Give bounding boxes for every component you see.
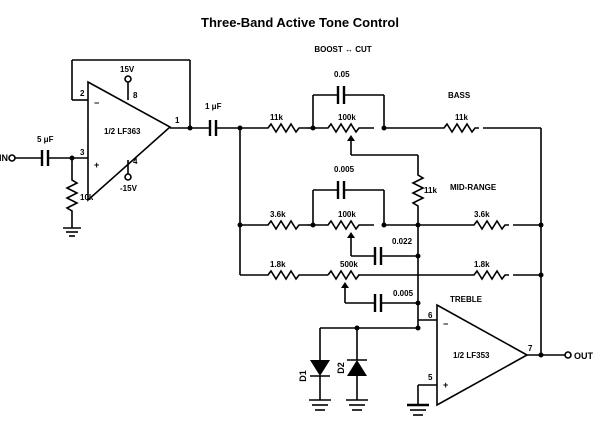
treble-capacitor: 0.005 [373, 289, 414, 312]
mid-range-label: MID-RANGE [450, 183, 497, 192]
bass-potentiometer: 100k [313, 113, 374, 155]
bass-resistor-right: 11k [440, 113, 479, 134]
treble-resistor-right: 1.8k [470, 260, 509, 281]
boost-cut-label: BOOST ↔ CUT [314, 45, 371, 54]
input-capacitor: 5 μF [37, 135, 54, 166]
svg-text:3: 3 [80, 148, 85, 157]
svg-text:7: 7 [528, 344, 533, 353]
svg-text:3.6k: 3.6k [270, 210, 286, 219]
mid-capacitor-bottom: 0.022 [373, 237, 413, 265]
treble-potentiometer: 500k [327, 260, 360, 303]
svg-text:4: 4 [133, 157, 138, 166]
svg-text:2: 2 [80, 89, 85, 98]
svg-text:0.05: 0.05 [334, 70, 350, 79]
mid-potentiometer: 100k [313, 210, 374, 256]
output-label: OUT [574, 351, 594, 361]
svg-text:11k: 11k [455, 113, 468, 122]
svg-text:+: + [94, 160, 99, 170]
svg-text:100k: 100k [338, 210, 356, 219]
svg-text:3.6k: 3.6k [474, 210, 490, 219]
svg-text:1.8k: 1.8k [270, 260, 286, 269]
svg-text:8: 8 [133, 91, 138, 100]
svg-text:1 μF: 1 μF [205, 102, 222, 111]
svg-text:−: − [443, 319, 448, 329]
mid-resistor-right: 3.6k [470, 210, 509, 231]
coupling-capacitor: 1 μF [205, 102, 222, 136]
svg-text:1.8k: 1.8k [474, 260, 490, 269]
op-amp-1: 1/2 LF363 − + 2 3 1 8 4 [80, 80, 180, 202]
svg-text:5: 5 [428, 373, 433, 382]
r-in-label: 10k [80, 193, 94, 202]
svg-text:500k: 500k [340, 260, 358, 269]
svg-text:+: + [443, 380, 448, 390]
svg-text:1: 1 [175, 116, 180, 125]
diagram-title: Three-Band Active Tone Control [201, 15, 399, 30]
svg-text:15V: 15V [120, 65, 135, 74]
bass-label: BASS [448, 91, 471, 100]
ground-icon [309, 399, 331, 411]
ground-icon [63, 227, 81, 237]
diode-d1: D1 [298, 360, 330, 400]
supply-pos: 15V [120, 65, 135, 100]
svg-text:11k: 11k [270, 113, 283, 122]
output-terminal: OUT [564, 351, 594, 361]
svg-text:0.022: 0.022 [392, 237, 413, 246]
input-resistor: 10k [65, 158, 94, 228]
treble-label: TREBLE [450, 295, 483, 304]
svg-text:0.005: 0.005 [334, 165, 355, 174]
op-amp-2: 1/2 LF353 − + 6 5 7 [428, 303, 533, 407]
mid-capacitor-top: 0.005 [334, 165, 355, 199]
svg-text:0.005: 0.005 [393, 289, 414, 298]
op-amp-2-name: 1/2 LF353 [453, 351, 490, 360]
bass-capacitor: 0.05 [334, 70, 350, 104]
svg-text:−: − [94, 98, 99, 108]
diode-d2: D2 [336, 359, 367, 400]
svg-text:100k: 100k [338, 113, 356, 122]
input-label: IN [0, 153, 8, 163]
input-terminal: IN [0, 153, 42, 163]
svg-text:-15V: -15V [120, 184, 138, 193]
svg-text:11k: 11k [424, 186, 437, 195]
ground-icon [407, 403, 429, 416]
treble-resistor-left: 1.8k [262, 260, 307, 281]
bass-resistor-left: 11k [260, 113, 307, 134]
svg-text:6: 6 [428, 311, 433, 320]
svg-text:D1: D1 [298, 370, 308, 382]
op-amp-1-name: 1/2 LF363 [104, 127, 141, 136]
ground-icon [346, 399, 368, 411]
svg-text:D2: D2 [336, 362, 346, 374]
vertical-11k-resistor: 11k [411, 155, 437, 225]
mid-resistor-left: 3.6k [262, 210, 307, 231]
c-in-label: 5 μF [37, 135, 54, 144]
supply-neg: -15V [120, 160, 138, 193]
